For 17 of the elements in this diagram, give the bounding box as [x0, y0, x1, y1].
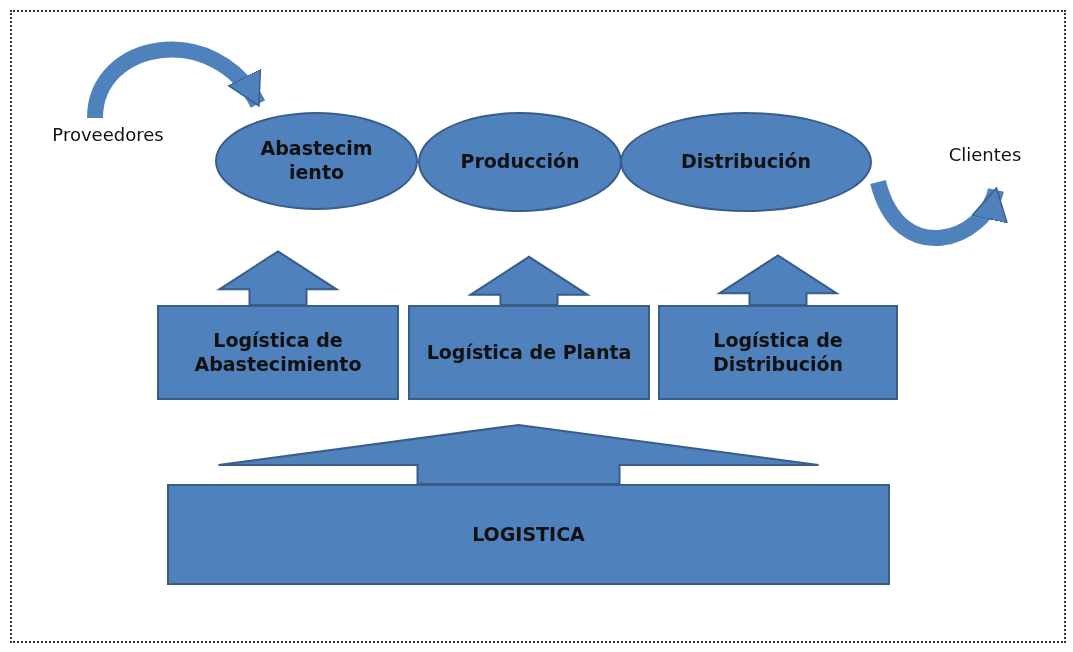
node-text: Logística de Planta	[426, 340, 632, 365]
block-arrow	[216, 250, 340, 306]
process-box	[167, 484, 890, 585]
node-text: Distribución	[680, 150, 811, 174]
node-text: Abastecim iento	[259, 137, 374, 185]
process-box	[658, 305, 898, 400]
node-text: Producción	[460, 150, 580, 174]
process-box	[408, 305, 650, 400]
process-box	[157, 305, 399, 400]
node-text: Clientes	[948, 143, 1022, 167]
node-text: LOGISTICA	[472, 522, 585, 547]
block-arrow	[217, 424, 820, 485]
node-text: Logística de Abastecimiento	[193, 328, 363, 377]
block-arrow	[467, 255, 591, 306]
node-text: Proveedores	[52, 123, 164, 147]
block-arrow	[716, 254, 840, 306]
node-text: Logística de Distribución	[711, 328, 844, 377]
